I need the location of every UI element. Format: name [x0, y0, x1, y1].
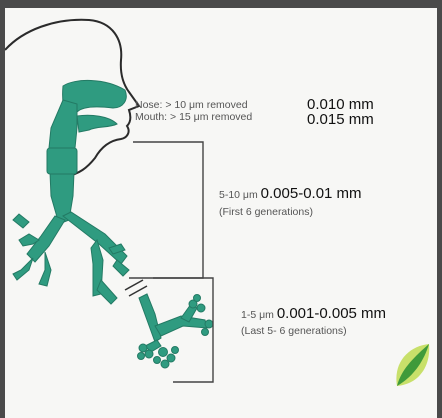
- upper-zone-bracket: [129, 142, 203, 278]
- nose-filter-label: Nose: > 10 μm removed: [135, 100, 248, 111]
- nose-size-value: 0.010 mm: [307, 97, 374, 112]
- upper-zone-range: 5-10 μm: [219, 189, 258, 201]
- mouth-size-value: 0.015 mm: [307, 112, 374, 127]
- mouth-filter-label: Mouth: > 15 μm removed: [135, 112, 252, 123]
- lower-zone-range-row: 1-5 μm 0.001-0.005 mm: [241, 308, 386, 321]
- respiratory-tract-icon: [13, 80, 213, 368]
- lower-zone-range: 1-5 μm: [241, 309, 274, 321]
- upper-zone-range-row: 5-10 μm 0.005-0.01 mm: [219, 188, 362, 201]
- diagram-canvas: Nose: > 10 μm removed Mouth: > 15 μm rem…: [5, 8, 437, 418]
- airway-break-marks: [125, 280, 147, 296]
- lower-zone-size-value: 0.001-0.005 mm: [277, 305, 386, 322]
- upper-zone-note: (First 6 generations): [219, 207, 313, 218]
- lower-zone-note: (Last 5- 6 generations): [241, 326, 347, 337]
- upper-zone-size-value: 0.005-0.01 mm: [261, 185, 362, 202]
- leaf-logo-icon: [396, 344, 429, 386]
